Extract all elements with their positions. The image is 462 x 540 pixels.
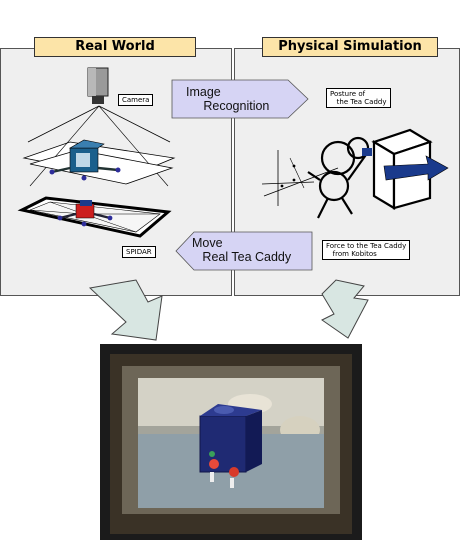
move-caddy-label: Move Real Tea Caddy <box>192 236 292 264</box>
kobito-figure-icon <box>307 136 370 219</box>
image-recognition-label: Image Recognition <box>186 85 270 113</box>
virtual-tea-caddy-icon <box>49 139 121 181</box>
contact-point <box>362 148 372 156</box>
move-caddy-arrow <box>175 231 313 271</box>
camera-view-diagram <box>17 105 176 238</box>
posture-label: Posture of the Tea Caddy <box>326 88 391 108</box>
real-photo <box>100 344 362 540</box>
image-recognition-arrow <box>171 79 309 119</box>
spidar-frame <box>17 196 172 238</box>
camera-icon <box>87 67 109 104</box>
simulation-diagram <box>261 128 449 219</box>
camera-label: Camera <box>118 94 154 106</box>
force-arrow-icon <box>383 155 449 181</box>
real-tea-caddy <box>199 415 247 473</box>
left-down-arrow <box>88 279 163 341</box>
real-world-header: Real World <box>34 37 196 57</box>
real-tea-caddy-icon <box>57 200 113 227</box>
force-label: Force to the Tea Caddy from Kobitos <box>322 240 411 260</box>
right-down-arrow <box>321 279 369 339</box>
spidar-label: SPIDAR <box>122 246 156 258</box>
physical-simulation-header: Physical Simulation <box>262 37 438 57</box>
